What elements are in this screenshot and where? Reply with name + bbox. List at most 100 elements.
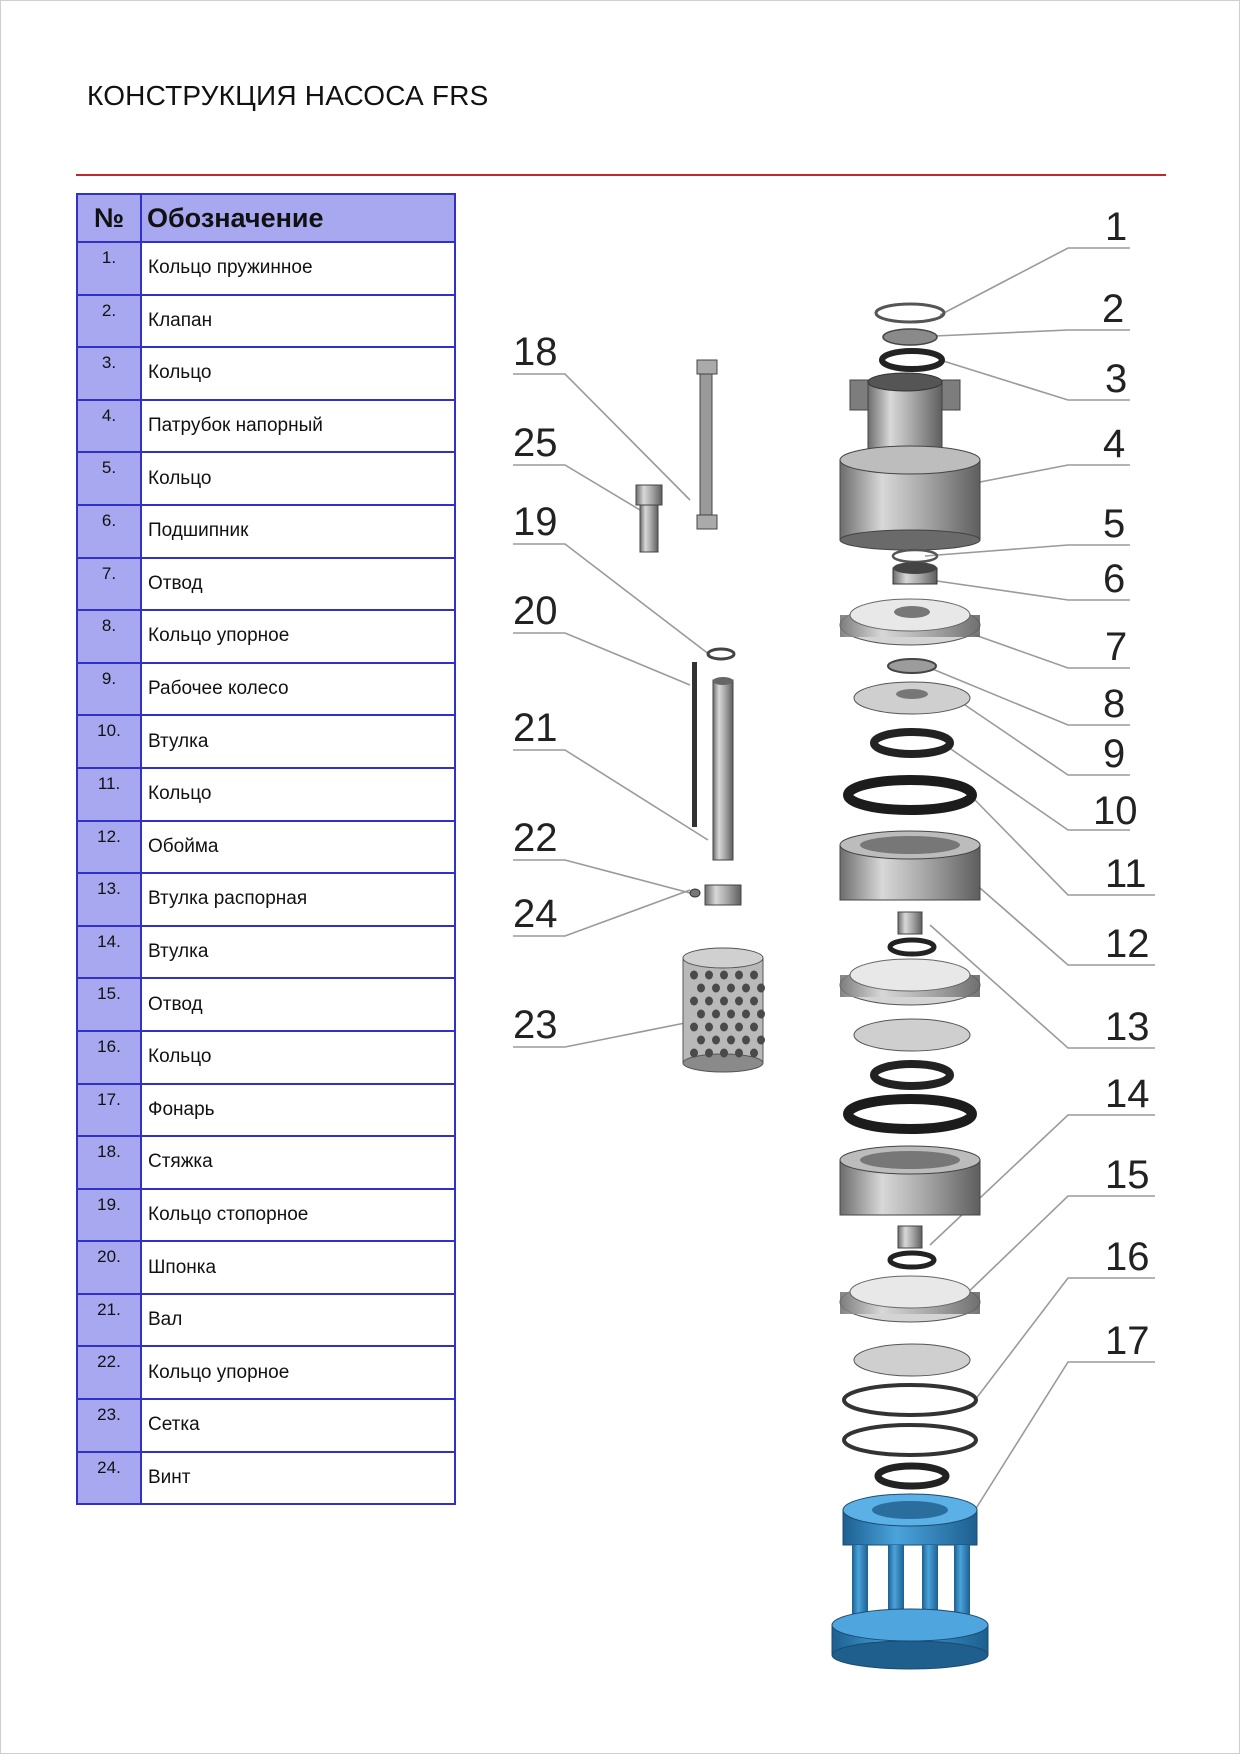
table-row: 24.Винт xyxy=(76,1450,456,1506)
callout-25: 25 xyxy=(513,421,558,465)
leader-20 xyxy=(513,632,691,686)
table-row: 13.Втулка распорная xyxy=(76,872,456,927)
mesh-hole xyxy=(757,983,765,993)
mesh-hole xyxy=(690,1048,698,1058)
row-number: 15. xyxy=(76,977,142,1032)
row-number: 18. xyxy=(76,1135,142,1190)
callout-17: 17 xyxy=(1105,1319,1150,1363)
mesh-hole xyxy=(690,1022,698,1032)
leader-4 xyxy=(979,464,1130,483)
mesh-hole xyxy=(712,1035,720,1045)
callout-6: 6 xyxy=(1103,557,1125,601)
mesh-hole xyxy=(750,1048,758,1058)
mesh-hole xyxy=(750,1022,758,1032)
table-row: 3.Кольцо xyxy=(76,346,456,401)
row-designation: Патрубок напорный xyxy=(140,398,456,454)
leader-lines xyxy=(513,247,1155,1511)
screw-24 xyxy=(689,888,701,898)
leader-5 xyxy=(924,544,1130,557)
callout-5: 5 xyxy=(1103,502,1125,546)
leader-9 xyxy=(964,704,1130,776)
mesh-hole xyxy=(690,970,698,980)
mesh-hole xyxy=(712,983,720,993)
discharge-pipe xyxy=(839,372,981,551)
row-number: 4. xyxy=(76,398,142,454)
row-designation: Отвод xyxy=(140,977,456,1032)
title-divider xyxy=(76,174,1166,176)
row-number: 5. xyxy=(76,451,142,506)
row-designation: Рабочее колесо xyxy=(140,661,456,717)
leader-12 xyxy=(979,887,1155,966)
table-row: 6.Подшипник xyxy=(76,503,456,559)
table-row: 18.Стяжка xyxy=(76,1135,456,1190)
callout-15: 15 xyxy=(1105,1153,1150,1197)
mesh-hole xyxy=(750,996,758,1006)
row-designation: Винт xyxy=(140,1450,456,1506)
lantern-17 xyxy=(831,1493,989,1670)
row-designation: Кольцо xyxy=(140,346,456,401)
leader-8 xyxy=(929,667,1130,726)
casing-12 xyxy=(839,830,981,901)
callout-11: 11 xyxy=(1105,852,1147,896)
thrust-ring-22 xyxy=(704,884,742,906)
mesh-hole xyxy=(735,996,743,1006)
leader-3 xyxy=(939,359,1130,401)
mesh-hole xyxy=(742,1035,750,1045)
row-designation: Кольцо xyxy=(140,1029,456,1085)
callout-24: 24 xyxy=(513,892,558,936)
mesh-hole xyxy=(727,1035,735,1045)
mesh-hole xyxy=(705,1048,713,1058)
row-designation: Кольцо пружинное xyxy=(140,241,456,296)
row-number: 21. xyxy=(76,1292,142,1348)
callout-16: 16 xyxy=(1105,1235,1150,1279)
middle-components xyxy=(839,958,981,1270)
callout-14: 14 xyxy=(1105,1072,1150,1116)
callout-9: 9 xyxy=(1103,732,1125,776)
ring-16 xyxy=(842,1383,978,1417)
leader-1 xyxy=(939,247,1130,316)
callout-7: 7 xyxy=(1105,625,1127,669)
ring-3 xyxy=(879,348,945,372)
row-designation: Втулка распорная xyxy=(140,872,456,927)
table-row: 2.Клапан xyxy=(76,293,456,349)
row-number: 8. xyxy=(76,609,142,664)
callout-3: 3 xyxy=(1105,357,1127,401)
table-row: 11.Кольцо xyxy=(76,766,456,822)
spacer-13 xyxy=(897,911,923,935)
row-number: 20. xyxy=(76,1240,142,1295)
callout-13: 13 xyxy=(1105,1005,1150,1049)
callout-8: 8 xyxy=(1103,682,1125,726)
sleeve-small xyxy=(887,937,937,957)
leader-17 xyxy=(974,1361,1155,1511)
table-row: 23.Сетка xyxy=(76,1398,456,1453)
row-designation: Втулка xyxy=(140,924,456,980)
mesh-hole xyxy=(690,996,698,1006)
mesh-holes xyxy=(690,970,765,1058)
row-number: 10. xyxy=(76,714,142,769)
table-row: 9.Рабочее колесо xyxy=(76,661,456,717)
mesh-hole xyxy=(712,1009,720,1019)
row-number: 22. xyxy=(76,1345,142,1401)
leader-2 xyxy=(934,329,1130,337)
row-number: 23. xyxy=(76,1398,142,1453)
mesh-hole xyxy=(720,970,728,980)
row-designation: Клапан xyxy=(140,293,456,349)
callout-4: 4 xyxy=(1103,422,1125,466)
row-designation: Обойма xyxy=(140,819,456,875)
leader-22 xyxy=(513,859,691,894)
table-row: 22.Кольцо упорное xyxy=(76,1345,456,1401)
table-row: 21.Вал xyxy=(76,1292,456,1348)
row-designation: Кольцо упорное xyxy=(140,1345,456,1401)
table-row: 8.Кольцо упорное xyxy=(76,609,456,664)
lock-ring-19 xyxy=(706,647,736,661)
leader-13 xyxy=(929,924,1155,1049)
callout-23: 23 xyxy=(513,1003,558,1047)
mesh-hole xyxy=(757,1035,765,1045)
mesh-hole xyxy=(757,1009,765,1019)
lower-components xyxy=(831,1275,989,1670)
table-row: 1.Кольцо пружинное xyxy=(76,241,456,296)
callout-20: 20 xyxy=(513,589,558,633)
row-designation: Стяжка xyxy=(140,1135,456,1190)
